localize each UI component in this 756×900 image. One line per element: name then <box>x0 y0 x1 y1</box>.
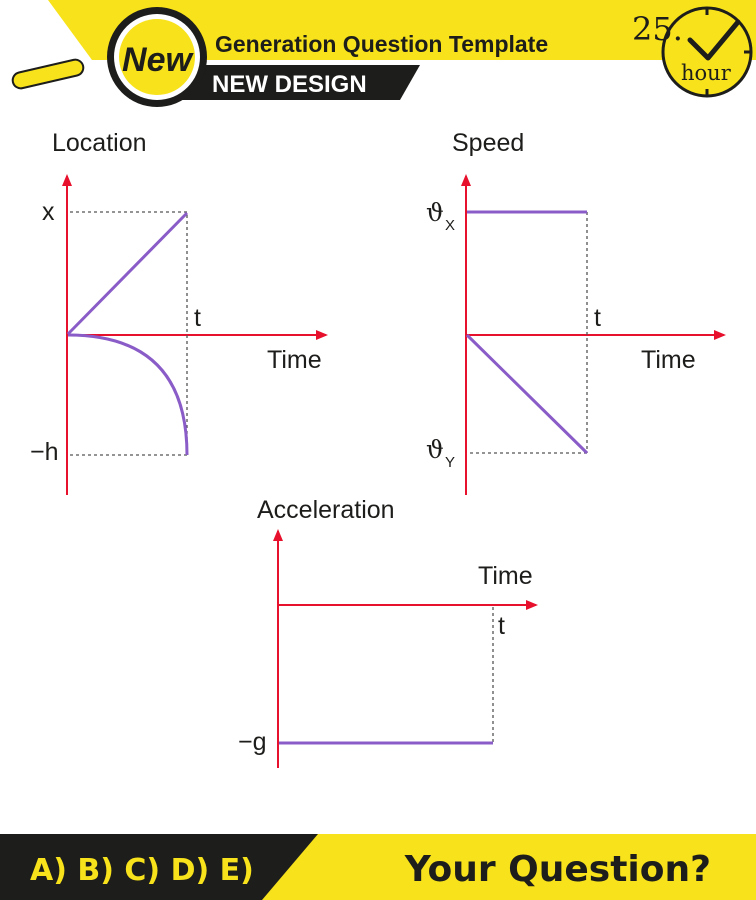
answer-options: A) B) C) D) E) <box>30 853 254 888</box>
location-t-label: t <box>194 304 201 332</box>
header-title: Generation Question Template <box>215 31 548 57</box>
header-yellow-band <box>48 0 756 60</box>
location-x-label: x <box>42 198 55 226</box>
location-y-curve <box>67 333 189 456</box>
location-h-label: −h <box>30 438 59 466</box>
speed-t-label: t <box>594 304 601 332</box>
header: New Generation Question Template NEW DES… <box>11 0 756 107</box>
location-guide-top <box>70 211 188 455</box>
checkmark-icon <box>687 19 741 61</box>
acceleration-t-label: t <box>498 612 505 640</box>
footer-yellow-band <box>262 834 756 900</box>
speed-vx-subscript: X <box>445 217 455 234</box>
location-graph: Location x −h t Time <box>30 129 328 495</box>
timer-unit: hour <box>681 61 732 85</box>
speed-vy-subscript: Y <box>445 454 455 471</box>
acceleration-g-label: −g <box>238 728 267 756</box>
speed-graph: Speed ϑ X ϑ Y t Time <box>426 129 726 495</box>
speed-title: Speed <box>452 129 524 157</box>
speed-vy-symbol: ϑ <box>426 435 444 464</box>
speed-vx-symbol: ϑ <box>426 198 444 227</box>
location-x-line <box>66 211 189 336</box>
location-time-label: Time <box>267 346 322 374</box>
new-badge-label: New <box>122 41 194 79</box>
speed-vy-line <box>465 333 589 455</box>
acceleration-time-label: Time <box>478 562 533 590</box>
magnifier-icon <box>11 7 207 107</box>
timer-value: 25. <box>632 10 683 48</box>
location-title: Location <box>52 129 147 157</box>
acceleration-graph: Acceleration Time t −g <box>238 496 538 768</box>
speed-time-label: Time <box>641 346 696 374</box>
question-prompt: Your Question? <box>404 849 711 890</box>
header-subtitle: NEW DESIGN <box>212 71 367 98</box>
header-dark-band <box>175 65 420 100</box>
acceleration-title: Acceleration <box>257 496 395 524</box>
footer: A) B) C) D) E) Your Question? <box>0 834 756 900</box>
